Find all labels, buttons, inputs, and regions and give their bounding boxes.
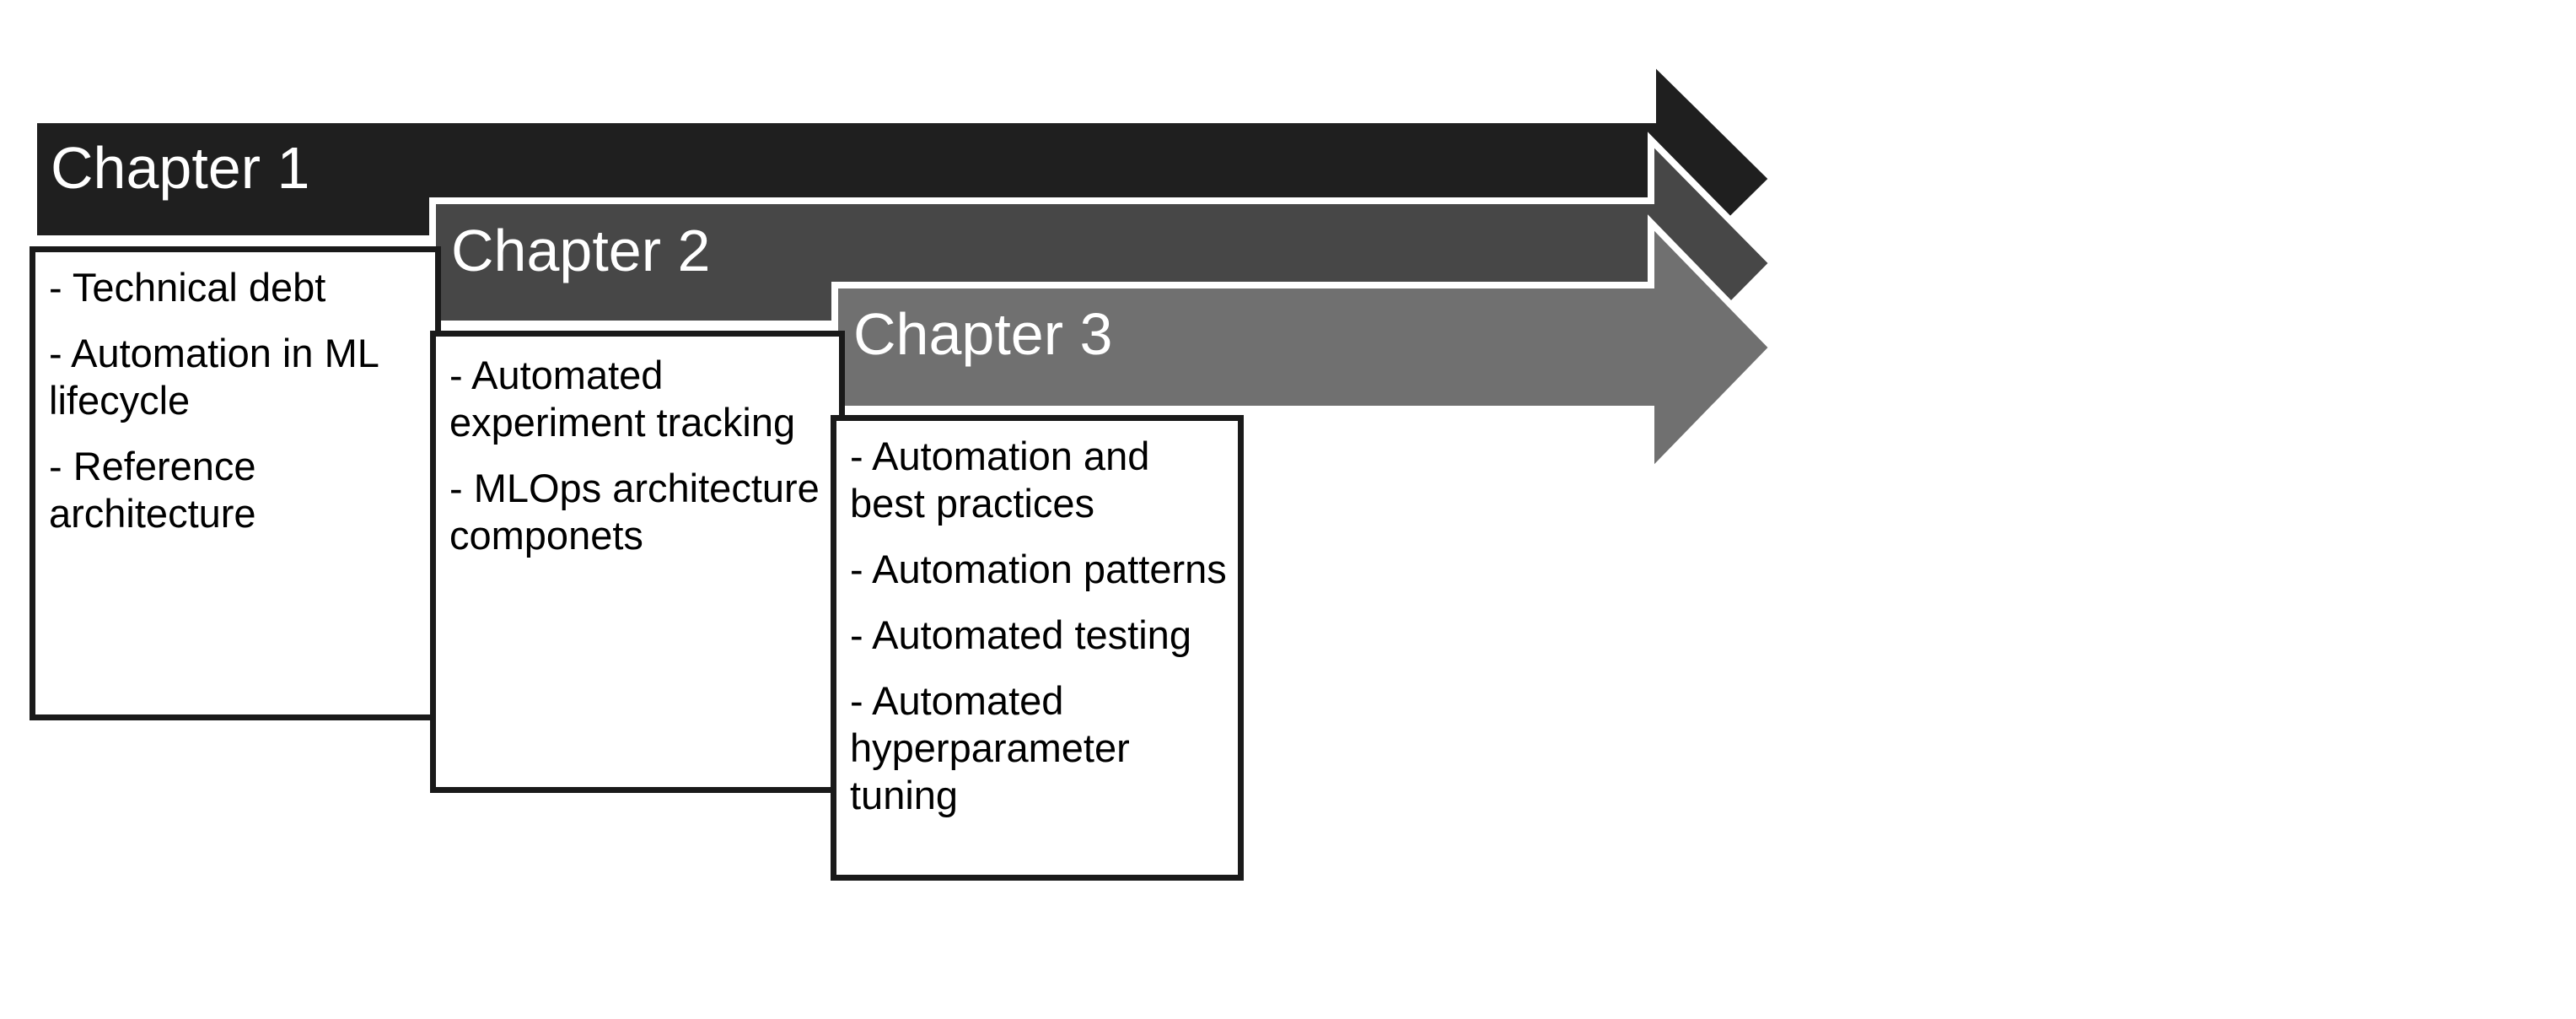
chapter-2-arrow: Chapter 2	[429, 132, 1777, 395]
chapter-3-topic: - Automation patterns	[850, 547, 1227, 591]
chapter-3-topic: - Automation and best practices	[850, 434, 1150, 526]
chapter-1-title: Chapter 1	[51, 135, 309, 201]
chapter-2-topic: - MLOps architecture componets	[449, 466, 820, 558]
chapter-1-topic: - Automation in ML lifecycle	[49, 331, 379, 423]
chapter-2-topics-box: - Automated experiment tracking - MLOps …	[430, 331, 845, 793]
chapter-3-arrow-shape	[831, 214, 1777, 481]
chapter-3-topic: - Automated testing	[850, 612, 1191, 657]
chapter-3-topic: - Automated hyperparameter tuning	[850, 678, 1130, 817]
chapter-3-title: Chapter 3	[853, 301, 1112, 367]
chapter-1-topic: - Technical debt	[49, 265, 326, 310]
chapter-2-title: Chapter 2	[451, 218, 710, 283]
chapter-3-arrow: Chapter 3	[831, 214, 1777, 481]
chapter-3-topics-box: - Automation and best practices - Automa…	[831, 415, 1244, 881]
chapter-2-topic: - Automated experiment tracking	[449, 353, 796, 445]
chapter-1-topic: - Reference architecture	[49, 444, 256, 536]
chapter-1-topics-box: - Technical debt - Automation in ML life…	[30, 246, 441, 720]
